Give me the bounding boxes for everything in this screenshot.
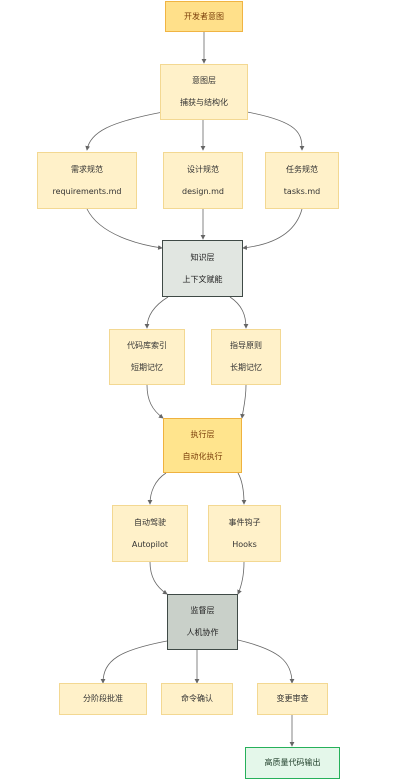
codebase-index-title: 代码库索引 (127, 341, 167, 351)
edge-knowledge-to-codebase (144, 296, 169, 329)
edge-intent-to-tasks (246, 111, 305, 151)
edge-knowledge-to-guidelines (229, 296, 249, 329)
design-subtitle: design.md (182, 186, 224, 196)
quality-output-node: 高质量代码输出 (245, 747, 340, 779)
guidelines-subtitle: 长期记忆 (230, 363, 262, 372)
design-node: 设计规范 design.md (163, 152, 243, 209)
edge-execution-to-hooks (237, 472, 247, 505)
intent-layer-title: 意图层 (192, 76, 216, 86)
codebase-index-subtitle: 短期记忆 (131, 363, 163, 372)
edge-autopilot-to-supervision (149, 561, 168, 595)
developer-intent-label: 开发者意图 (184, 11, 224, 21)
edge-codebase-to-execution (146, 384, 164, 419)
edge-intent-to-requirements (85, 111, 164, 151)
autopilot-node: 自动驾驶 Autopilot (112, 505, 188, 562)
staged-approval-label: 分阶段批准 (83, 694, 123, 704)
staged-approval-node: 分阶段批准 (59, 683, 147, 715)
knowledge-layer-title: 知识层 (190, 252, 215, 262)
tasks-node: 任务规范 tasks.md (265, 152, 339, 209)
edge-hooks-to-supervision (237, 561, 245, 595)
intent-layer-node: 意图层 捕获与结构化 (160, 64, 248, 120)
tasks-subtitle: tasks.md (283, 186, 321, 196)
codebase-index-node: 代码库索引 短期记忆 (109, 329, 185, 385)
guidelines-title: 指导原则 (230, 341, 262, 351)
edge-tasks-to-knowledge (242, 208, 303, 250)
tasks-title: 任务规范 (286, 164, 318, 174)
edge-supervision-to-review (237, 639, 295, 684)
knowledge-layer-node: 知识层 上下文赋能 (162, 240, 243, 297)
developer-intent-node: 开发者意图 (165, 1, 243, 32)
change-review-node: 变更审查 (257, 683, 328, 715)
quality-output-label: 高质量代码输出 (264, 758, 321, 768)
autopilot-subtitle: Autopilot (131, 539, 169, 549)
hooks-subtitle: Hooks (232, 539, 257, 549)
edge-supervision-to-approval (100, 640, 168, 684)
knowledge-layer-subtitle: 上下文赋能 (182, 274, 223, 284)
edge-requirements-to-knowledge (86, 208, 163, 250)
supervision-layer-subtitle: 人机协作 (186, 628, 219, 637)
hooks-title: 事件钩子 (228, 517, 261, 527)
execution-layer-title: 执行层 (190, 429, 215, 439)
command-confirm-node: 命令确认 (161, 683, 233, 715)
supervision-layer-node: 监督层 人机协作 (167, 594, 238, 650)
edge-guidelines-to-execution (240, 384, 247, 419)
requirements-subtitle: requirements.md (52, 186, 122, 196)
hooks-node: 事件钩子 Hooks (208, 505, 281, 562)
requirements-node: 需求规范 requirements.md (37, 152, 137, 209)
intent-layer-subtitle: 捕获与结构化 (180, 98, 228, 107)
change-review-label: 变更审查 (276, 694, 309, 704)
edge-execution-to-autopilot (147, 472, 167, 505)
design-title: 设计规范 (187, 164, 219, 174)
requirements-title: 需求规范 (71, 164, 103, 174)
command-confirm-label: 命令确认 (181, 694, 213, 704)
guidelines-node: 指导原则 长期记忆 (211, 329, 281, 385)
execution-layer-subtitle: 自动化执行 (182, 451, 223, 461)
supervision-layer-title: 监督层 (190, 606, 215, 616)
execution-layer-node: 执行层 自动化执行 (163, 418, 242, 473)
autopilot-title: 自动驾驶 (134, 517, 166, 527)
